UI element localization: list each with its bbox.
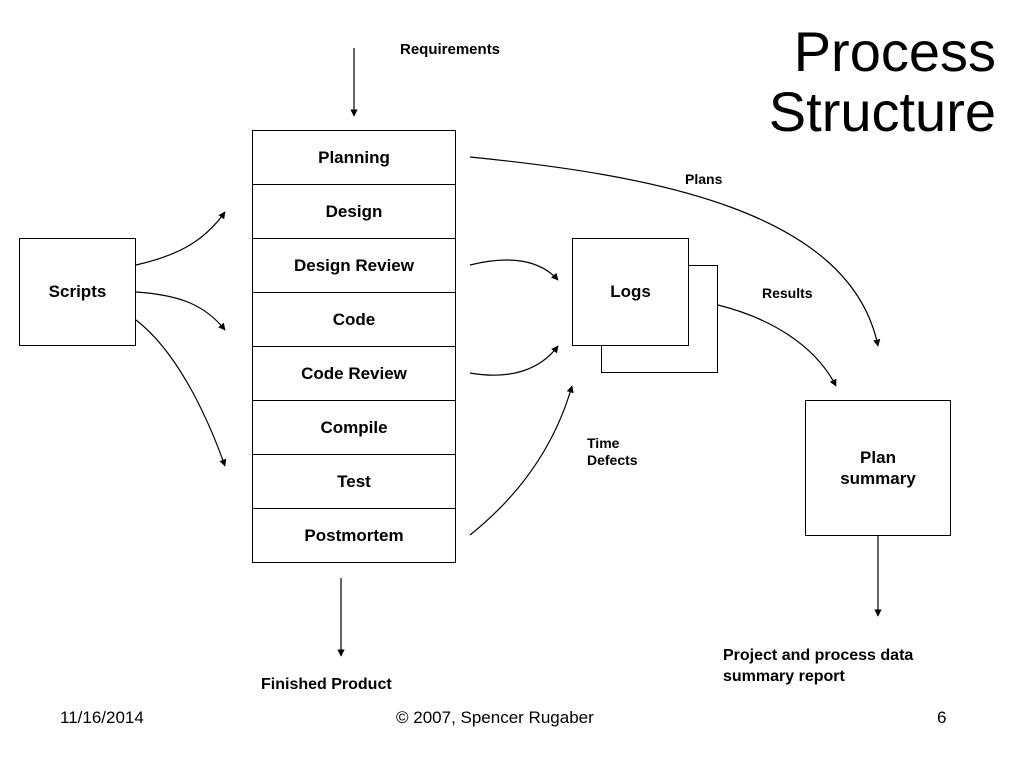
title-line-2: Structure xyxy=(768,80,996,143)
time-label: Time xyxy=(587,435,620,451)
logs-box: Logs xyxy=(572,238,689,346)
scripts-to-test-arrow xyxy=(135,319,227,467)
plans-arrow xyxy=(469,156,881,347)
report-line-1: Project and process data xyxy=(723,647,914,664)
phase-code-review: Code Review xyxy=(253,347,455,401)
phase-postmortem: Postmortem xyxy=(304,525,404,545)
scripts-box: Scripts xyxy=(19,238,136,346)
footer-date: 11/16/2014 xyxy=(60,708,144,727)
scripts-label: Scripts xyxy=(48,282,107,301)
requirements-label: Requirements xyxy=(400,41,501,58)
plans-label: Plans xyxy=(685,171,723,187)
plan-summary-line-1: Plan xyxy=(860,448,896,467)
defects-label: Defects xyxy=(587,452,638,468)
title-line-1: Process xyxy=(793,20,996,83)
logs-label: Logs xyxy=(610,282,651,301)
phase-planning: Planning xyxy=(253,131,455,185)
code-review-to-logs-arrow xyxy=(469,345,559,376)
phase-compile: Compile xyxy=(253,401,455,455)
footer-copyright: © 2007, Spencer Rugaber xyxy=(396,708,594,727)
time-defects-label: Time Defects xyxy=(587,435,638,469)
phase-test: Test xyxy=(253,455,455,509)
plan-summary-line-2: summary xyxy=(840,469,916,488)
summary-report-label: Project and process data summary report xyxy=(723,645,913,687)
design-review-to-logs-arrow xyxy=(469,259,559,281)
process-phase-stack: Planning Design Design Review Code Code … xyxy=(252,130,456,563)
postmortem-to-logs-arrow xyxy=(469,385,574,536)
report-line-2: summary report xyxy=(723,668,845,685)
slide-title: Process Structure xyxy=(769,22,996,142)
scripts-to-design-arrow xyxy=(135,211,226,266)
footer-page-number: 6 xyxy=(937,708,947,727)
phase-code: Code xyxy=(253,293,455,347)
finished-product-label: Finished Product xyxy=(261,676,392,693)
scripts-to-code-arrow xyxy=(135,291,226,331)
phase-design-review: Design Review xyxy=(253,239,455,293)
results-label: Results xyxy=(762,285,813,301)
phase-design: Design xyxy=(253,185,455,239)
plan-summary-box: Plan summary xyxy=(805,400,951,536)
results-arrow xyxy=(717,304,837,387)
